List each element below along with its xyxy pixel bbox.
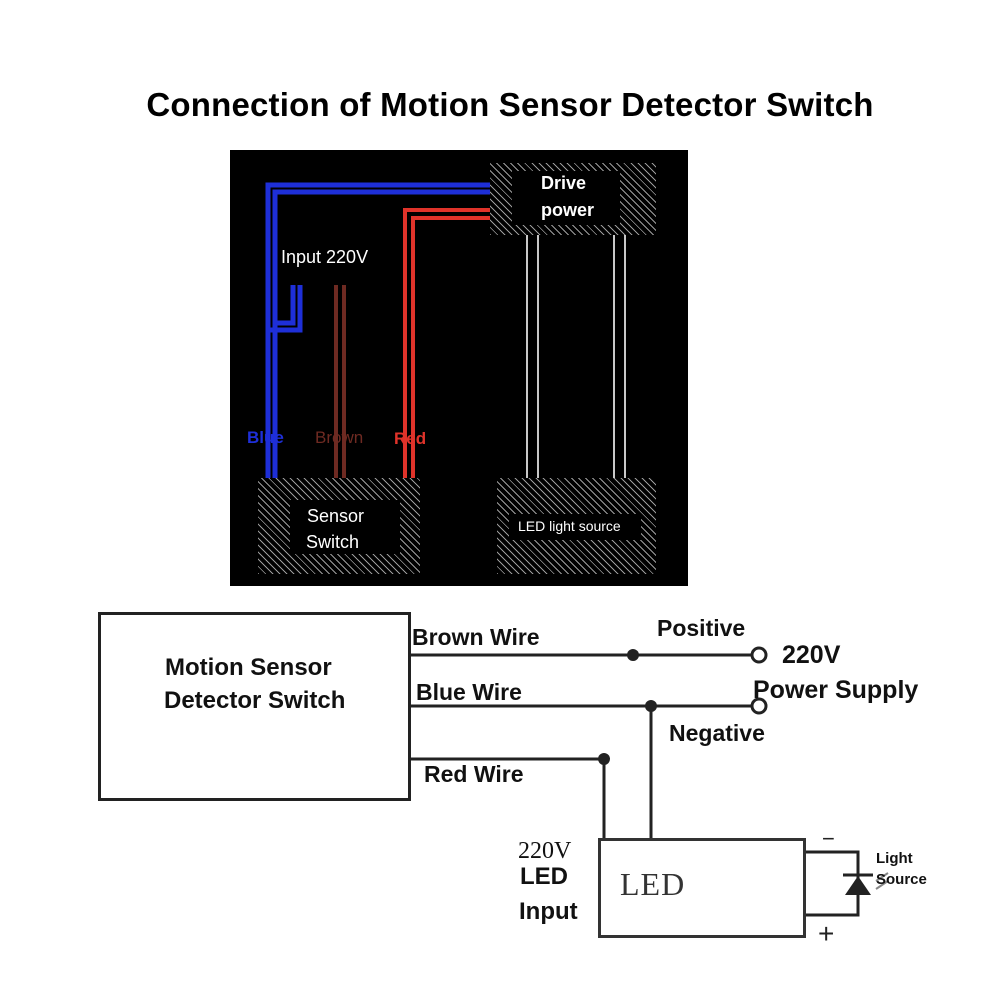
led-source-label: LED light source — [518, 518, 621, 534]
led-input-line1: LED — [520, 863, 568, 890]
power-supply-label: Power Supply — [753, 676, 919, 704]
plus-sign: + — [818, 918, 835, 949]
red-wire — [403, 208, 490, 478]
drive-power-line2: power — [541, 200, 595, 220]
red-wire-label: Red — [394, 429, 427, 448]
sensor-switch-line1: Sensor — [307, 506, 365, 526]
motion-sensor-line1: Motion Sensor — [165, 654, 332, 681]
led-input-line2: Input — [519, 898, 578, 925]
led-driver-label: LED — [620, 866, 686, 902]
motion-sensor-box — [98, 612, 411, 801]
drive-power-box — [490, 163, 656, 235]
diagram-title: Connection of Motion Sensor Detector Swi… — [146, 86, 874, 123]
brown-wire — [334, 285, 346, 478]
light-source-line1: Light — [876, 850, 913, 867]
blue-wire-text: Blue Wire — [416, 679, 522, 705]
minus-sign: − — [822, 826, 835, 851]
led-input-voltage: 220V — [518, 838, 572, 864]
sensor-switch-box — [258, 478, 420, 574]
led-driver-box — [598, 838, 806, 938]
brown-wire-label: Brown — [315, 428, 364, 447]
negative-junction — [645, 700, 657, 712]
negative-terminal — [750, 697, 768, 715]
positive-terminal — [750, 646, 768, 664]
drive-to-led-wires — [526, 235, 626, 480]
diode-triangle — [845, 876, 871, 895]
red-junction — [598, 753, 610, 765]
brown-wire-text: Brown Wire — [412, 624, 540, 650]
negative-label: Negative — [669, 720, 765, 746]
led-source-box — [497, 478, 656, 574]
blue-wire — [265, 182, 490, 480]
blue-wire-label: Blue — [247, 428, 284, 447]
voltage-label: 220V — [782, 641, 841, 669]
positive-label: Positive — [657, 615, 746, 641]
motion-sensor-line2: Detector Switch — [164, 687, 346, 714]
sensor-switch-line2: Switch — [306, 532, 360, 552]
drive-power-line1: Drive — [541, 173, 587, 193]
light-source-line2: Source — [876, 871, 927, 888]
positive-junction — [627, 649, 639, 661]
red-wire-text: Red Wire — [424, 761, 524, 787]
input-220v-label: Input 220V — [281, 247, 369, 267]
